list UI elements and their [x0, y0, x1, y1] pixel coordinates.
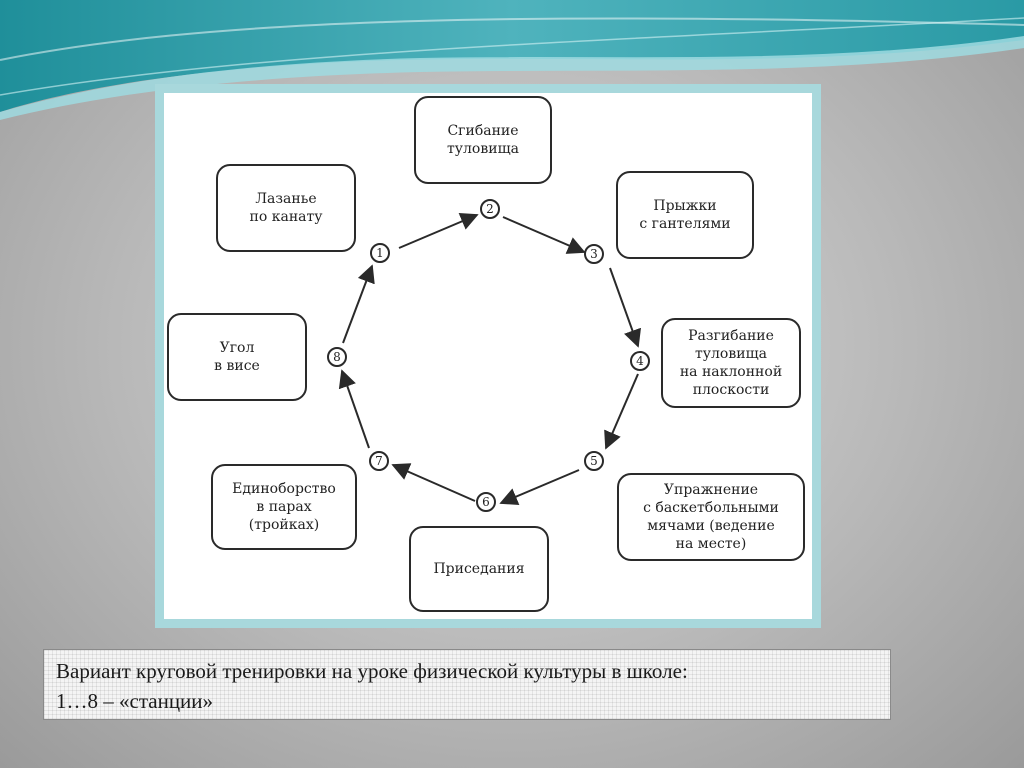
caption-box: Вариант круговой тренировки на уроке физ…	[43, 649, 891, 720]
arrow-7-8	[338, 369, 370, 449]
node-8: 8	[327, 347, 347, 367]
node-5: 5	[584, 451, 604, 471]
station-3-box: Прыжки с гантелями	[616, 171, 754, 259]
node-6: 6	[476, 492, 496, 512]
arrow-4-5	[604, 373, 639, 450]
station-6-box: Приседания	[409, 526, 549, 612]
circuit-training-diagram: Лазанье по канату Сгибание туловища Прыж…	[164, 93, 812, 619]
station-7-box: Единоборство в парах (тройках)	[211, 464, 357, 550]
station-5-box: Упражнение с баскетбольными мячами (веде…	[617, 473, 805, 561]
node-1: 1	[370, 243, 390, 263]
node-2: 2	[480, 199, 500, 219]
arrow-3-4	[609, 267, 641, 348]
connector-layer	[338, 213, 641, 505]
caption-line-1: Вариант круговой тренировки на уроке физ…	[56, 659, 688, 683]
station-8-box: Угол в висе	[167, 313, 307, 401]
station-1-box: Лазанье по канату	[216, 164, 356, 252]
station-2-box: Сгибание туловища	[414, 96, 552, 184]
arrow-2-3	[502, 216, 586, 254]
station-4-box: Разгибание туловища на наклонной плоскос…	[661, 318, 801, 408]
caption-line-2: 1…8 – «станции»	[56, 689, 214, 713]
arrow-1-2	[398, 213, 479, 249]
arrow-5-6	[499, 469, 580, 505]
node-4: 4	[630, 351, 650, 371]
arrow-6-7	[391, 463, 476, 502]
node-7: 7	[369, 451, 389, 471]
arrow-8-1	[342, 264, 375, 344]
diagram-frame: Лазанье по канату Сгибание туловища Прыж…	[155, 84, 821, 628]
node-3: 3	[584, 244, 604, 264]
decorative-banner	[0, 0, 1024, 120]
